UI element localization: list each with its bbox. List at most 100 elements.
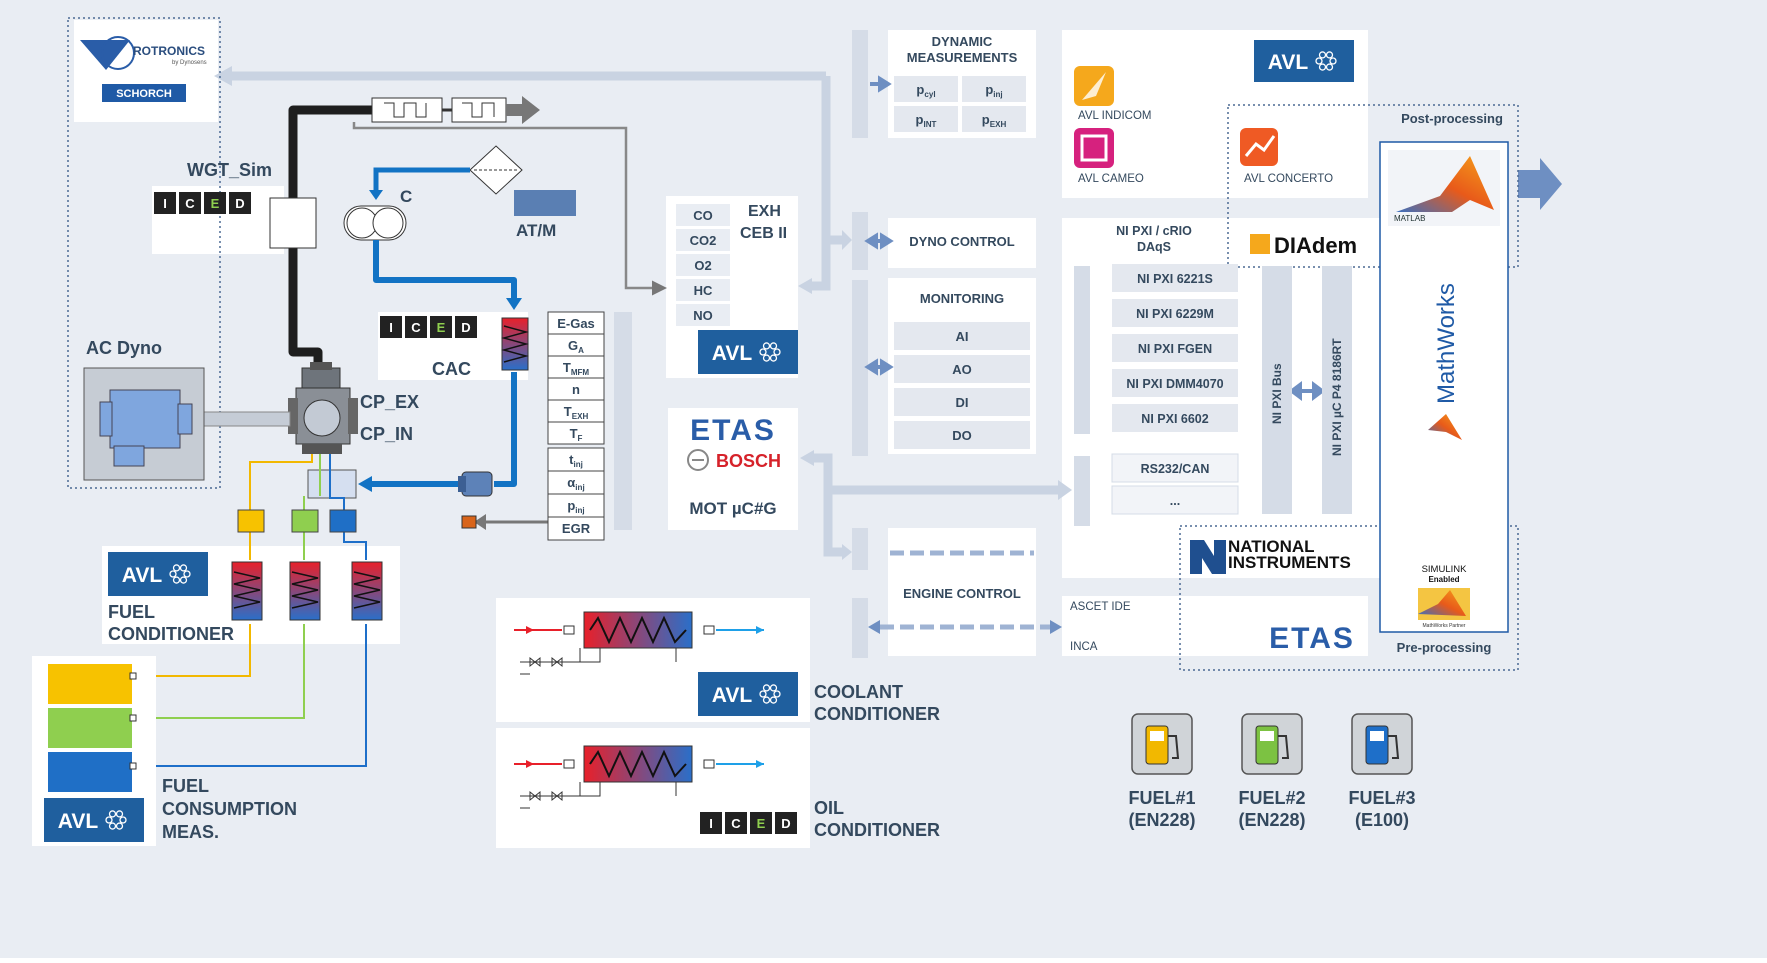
bosch-logo: BOSCH	[687, 449, 781, 471]
monitoring-item: AO	[952, 362, 972, 377]
svg-text:MathWorks Partner: MathWorks Partner	[1423, 623, 1466, 629]
fuel-pump-icon	[1131, 713, 1193, 775]
avl-logo-text: AVL	[712, 684, 753, 707]
oil-label-line2: CONDITIONER	[814, 820, 940, 840]
avl-logo-text: AVL	[712, 342, 753, 365]
simulink-logo: SIMULINK Enabled MathWorks Partner	[1418, 564, 1470, 629]
svg-text:SIMULINK: SIMULINK	[1422, 564, 1468, 575]
daq-module: NI PXI 6602	[1141, 412, 1208, 426]
dynamic-cell: pEXH	[982, 112, 1007, 129]
svg-text:ROTRONICS: ROTRONICS	[133, 44, 205, 58]
dynamic-cell: pINT	[916, 112, 937, 129]
monitoring-item: DI	[956, 395, 969, 410]
gas-item: CO	[693, 208, 713, 223]
air-filter-icon	[469, 145, 523, 195]
avl-cameo-icon	[1074, 128, 1114, 168]
iced-letter: E	[437, 320, 446, 335]
exhaust-muffler	[371, 96, 540, 124]
fuel-lines	[156, 454, 367, 767]
fuel-conditioner-line2: CONDITIONER	[108, 624, 234, 644]
coolant-label-line1: COOLANT	[814, 682, 903, 702]
post-processing-label: Post-processing	[1401, 111, 1503, 126]
pxi-bus-label: NI PXI Bus	[1270, 363, 1284, 424]
avl-concerto-label: AVL CONCERTO	[1244, 173, 1333, 185]
coolant-label-line2: CONDITIONER	[814, 704, 940, 724]
daq-module: NI PXI FGEN	[1138, 342, 1212, 356]
avl-indicom-icon	[1074, 66, 1114, 106]
ecu-label: MOT µC#G	[689, 499, 776, 518]
daq-extra-item: RS232/CAN	[1141, 462, 1210, 476]
avl-flower-icon	[169, 564, 191, 584]
gas-item: HC	[694, 283, 713, 298]
dynamic-title-line2: MEASUREMENTS	[907, 50, 1018, 65]
monitoring-item: AI	[956, 329, 969, 344]
etas-logo: ETAS	[690, 414, 776, 447]
fuel-consumption-line2: CONSUMPTION	[162, 799, 297, 819]
fuel-name: FUEL#3	[1348, 788, 1415, 808]
fuel-spec: (E100)	[1355, 810, 1409, 830]
avl-logo-text: AVL	[1268, 51, 1309, 74]
cp-in-label: CP_IN	[360, 424, 413, 444]
iced-letter: D	[235, 196, 244, 211]
fuel-spec: (EN228)	[1128, 810, 1195, 830]
fuel-pumps: FUEL#1(EN228)FUEL#2(EN228)FUEL#3(E100)	[1128, 713, 1416, 830]
intake-pipe	[370, 240, 517, 487]
throttle-icon	[458, 471, 493, 497]
fuel-spec: (EN228)	[1238, 810, 1305, 830]
sensor-item: αinj	[567, 475, 584, 492]
daq-module: NI PXI DMM4070	[1126, 377, 1223, 391]
oil-conditioner-diagram	[514, 745, 764, 809]
fuel-conditioner-line1: FUEL	[108, 602, 155, 622]
exh-title-line1: EXH	[748, 203, 781, 220]
exh-title-line2: CEB II	[740, 225, 787, 242]
ac-dyno-icon	[83, 367, 205, 481]
cac-label: CAC	[432, 359, 471, 379]
svg-text:NATIONAL: NATIONAL	[1228, 537, 1315, 556]
monitoring-item: DO	[952, 428, 972, 443]
ac-dyno-label: AC Dyno	[86, 338, 162, 358]
fuel-tank-2	[48, 708, 132, 748]
pre-processing-label: Pre-processing	[1397, 640, 1492, 655]
fuel-pump-icon	[1241, 713, 1303, 775]
fuel-name: FUEL#2	[1238, 788, 1305, 808]
ascet-ide-label: ASCET IDE	[1070, 601, 1131, 613]
atm-label: AT/M	[516, 221, 556, 240]
avl-concerto-icon	[1240, 128, 1278, 166]
wgt-sim-label: WGT_Sim	[187, 160, 272, 180]
daq-title-line2: DAqS	[1137, 240, 1171, 254]
dyno-control-label: DYNO CONTROL	[909, 234, 1015, 249]
etas-logo-2: ETAS	[1269, 622, 1355, 655]
mathworks-logo: MathWorks	[1428, 283, 1462, 440]
diadem-logo: DIAdem	[1250, 233, 1357, 258]
gas-item: CO2	[690, 233, 717, 248]
avl-logo: AVL	[108, 552, 208, 596]
iced-letter: I	[163, 196, 167, 211]
iced-letter: E	[211, 196, 220, 211]
gas-item: O2	[694, 258, 711, 273]
compressor-icon	[343, 205, 407, 241]
iced-letter: C	[185, 196, 195, 211]
avl-logo: AVL	[44, 798, 144, 842]
coolant-conditioner-diagram	[514, 611, 764, 675]
sensor-item: EGR	[562, 521, 591, 536]
iced-letter: D	[781, 816, 790, 831]
engine-block	[288, 362, 358, 454]
cp-ex-label: CP_EX	[360, 392, 419, 412]
sensor-item: pinj	[567, 498, 584, 515]
compressor-label: C	[400, 187, 412, 206]
sensor-item: n	[572, 382, 580, 397]
avl-flower-icon	[1315, 51, 1337, 71]
monitoring-title: MONITORING	[920, 291, 1004, 306]
daq-extra-item: ...	[1170, 494, 1180, 508]
dynamic-cell: pinj	[985, 82, 1002, 99]
rotronics-logo: ROTRONICS by Dynosens	[80, 36, 207, 70]
sensor-item: TF	[570, 426, 583, 443]
svg-text:SCHORCH: SCHORCH	[116, 88, 172, 100]
iced-letter: I	[389, 320, 393, 335]
national-instruments-logo: NATIONAL INSTRUMENTS	[1190, 537, 1351, 574]
fuel-pump-icon	[1351, 713, 1413, 775]
